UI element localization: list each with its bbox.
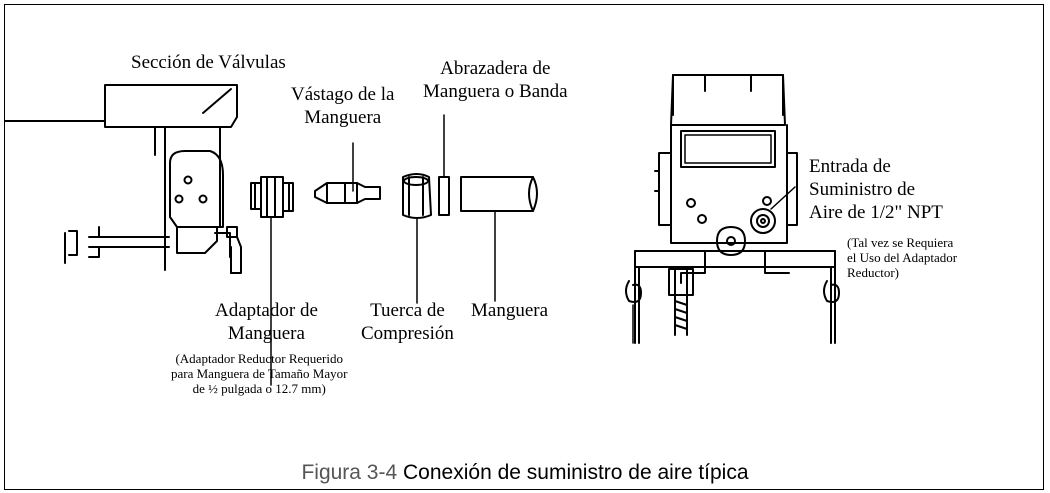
figure-caption: Figura 3-4 Conexión de suministro de air… [5,461,1045,485]
hose-adapter-label: Adaptador de Manguera [215,300,318,344]
air-inlet-note: (Tal vez se Requiera el Uso del Adaptado… [847,235,958,280]
hose-clamp-label: Abrazadera de Manguera o Banda [423,58,568,102]
air-inlet-label: Entrada de Suministro de Aire de 1/2" NP… [809,156,943,223]
figure-number: Figura 3-4 [301,461,398,484]
figure-caption-text: Conexión de suministro de aire típica [403,461,749,484]
hose-stem-drawing [314,142,381,204]
hose-stem-label: Vástago de la Manguera [291,84,395,128]
regulator-drawing [625,74,840,344]
hose-clamp-drawing [438,114,450,216]
valve-section-drawing [5,84,242,274]
compression-nut-drawing [402,173,432,304]
figure-frame: Sección de Válvulas Vástago de la Mangue… [4,4,1044,490]
valve-section-label: Sección de Válvulas [131,52,286,73]
hose-adapter-note: (Adaptador Reductor Requerido para Mangu… [171,351,348,396]
compression-nut-label: Tuerca de Compresión [361,300,454,344]
hose-adapter-drawing [250,176,294,386]
hose-drawing [460,176,538,302]
hose-label: Manguera [471,300,549,321]
connection-drawing [5,74,840,386]
